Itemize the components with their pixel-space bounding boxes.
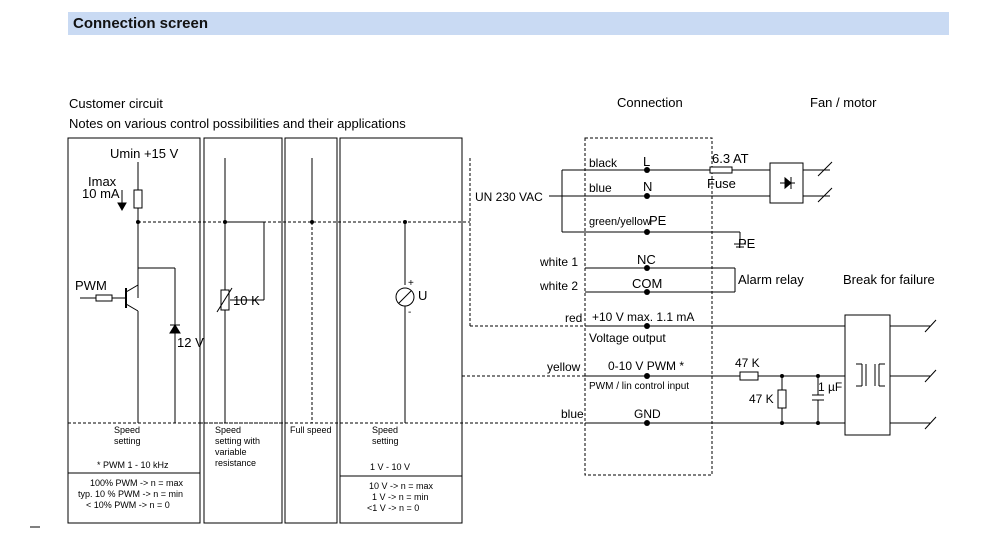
label-un: UN 230 VAC [475, 190, 543, 204]
label-break: Break for failure [843, 272, 935, 287]
label-vout: Voltage output [589, 331, 666, 345]
b4-r3: <1 V -> n = 0 [367, 503, 419, 513]
box-speed-setting [67, 137, 201, 524]
label-ctrl-val: 0-10 V PWM * [608, 359, 684, 373]
b2-line4: resistance [215, 458, 256, 468]
label-imax2: 10 mA [82, 186, 120, 201]
col-fan: Fan / motor [810, 95, 877, 110]
b1-r1: 100% PWM -> n = max [90, 478, 184, 488]
label-pe-out: PE [738, 236, 756, 251]
svg-text:-: - [408, 307, 411, 318]
connection-box [584, 137, 713, 476]
break-box [844, 314, 891, 436]
label-PE: PE [649, 213, 667, 228]
box-full-speed [284, 137, 338, 524]
label-gnd-wire: blue [561, 407, 584, 421]
col-connection: Connection [617, 95, 683, 110]
b1-r2: typ. 10 % PWM -> n = min [78, 489, 183, 499]
b4-line1: Speed [372, 425, 398, 435]
label-fuse: Fuse [707, 176, 736, 191]
label-NC: NC [637, 252, 656, 267]
label-imax1: Imax [88, 174, 117, 189]
label-pwm-in: PWM [75, 278, 107, 293]
label-N: N [643, 179, 652, 194]
col-notes: Notes on various control possibilities a… [69, 116, 406, 131]
label-L: L [643, 154, 650, 169]
box-variable-resistance [203, 137, 283, 524]
label-vout-val: +10 V max. 1.1 mA [592, 310, 694, 324]
label-alarm: Alarm relay [738, 272, 804, 287]
b4-line2: setting [372, 436, 399, 446]
label-r1: 47 K [735, 356, 760, 370]
label-blue: blue [589, 181, 612, 195]
b3-line1: Full speed [290, 425, 332, 435]
label-pot: 10 K [233, 293, 260, 308]
label-cap: 1 µF [818, 380, 842, 394]
b2-line2: setting with [215, 436, 260, 446]
label-r2: 47 K [749, 392, 774, 406]
label-green-yellow: green/yellow [589, 216, 651, 228]
b2-line3: variable [215, 447, 247, 457]
label-black: black [589, 156, 618, 170]
b2-line1: Speed [215, 425, 241, 435]
b4-r1: 10 V -> n = max [369, 481, 434, 491]
label-red: red [565, 311, 582, 325]
b1-note: * PWM 1 - 10 kHz [97, 460, 169, 470]
label-umin: Umin +15 V [110, 146, 179, 161]
b4-r2: 1 V -> n = min [372, 492, 429, 502]
label-white2: white 2 [539, 279, 578, 293]
svg-text:+: + [408, 278, 414, 289]
fan-box [769, 162, 804, 204]
label-ctrl: PWM / lin control input [589, 381, 689, 392]
col-customer: Customer circuit [69, 96, 163, 111]
label-meter: U [418, 288, 427, 303]
b1-line1: Speed [114, 425, 140, 435]
label-fuse-rating: 6.3 AT [712, 151, 749, 166]
section-title: Connection screen [73, 15, 209, 32]
label-zener: 12 V [177, 335, 204, 350]
b1-line2: setting [114, 436, 141, 446]
label-yellow: yellow [547, 360, 581, 374]
b4-note: 1 V - 10 V [370, 462, 410, 472]
section-header: Connection screen [68, 12, 949, 35]
label-white1: white 1 [539, 255, 578, 269]
label-COM: COM [632, 276, 662, 291]
label-gnd: GND [634, 407, 661, 421]
b1-r3: < 10% PWM -> n = 0 [86, 500, 170, 510]
box-voltage-setting [339, 137, 463, 524]
